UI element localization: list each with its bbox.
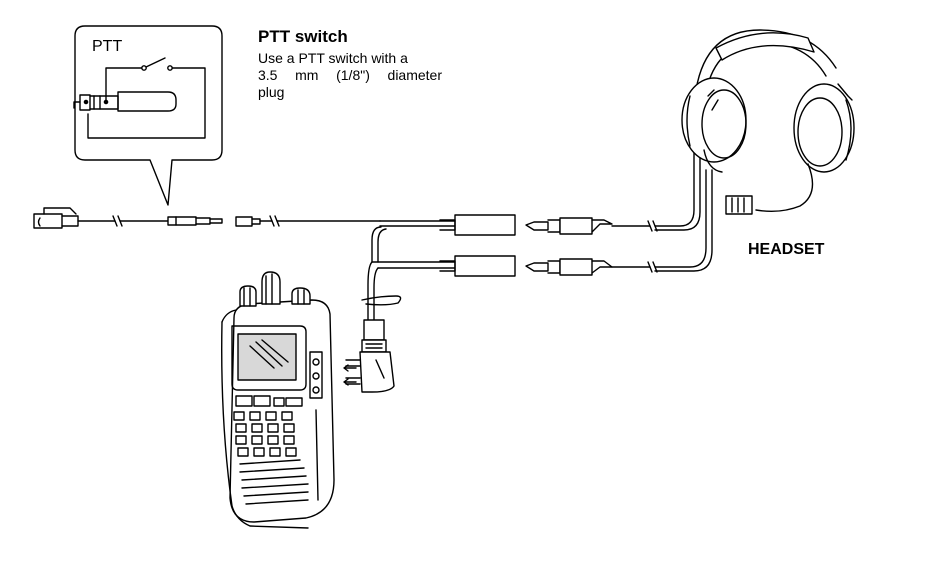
- note-line-1: Use a PTT switch with a: [258, 50, 408, 66]
- adapter-cable: [235, 214, 516, 341]
- note-line-3: plug: [258, 84, 285, 100]
- note-line-2-fraction: (1/8"): [336, 67, 370, 83]
- note-line-2: 3.5 mm (1/8") diameter: [258, 67, 442, 84]
- note-line-2-size: 3.5: [258, 67, 278, 83]
- headset-illustration: [681, 29, 855, 215]
- ptt-callout-label: PTT: [92, 38, 123, 55]
- headset-plugs: [525, 149, 713, 276]
- ptt-switch-schematic: [73, 57, 206, 139]
- note-line-2-unit: mm: [295, 67, 319, 83]
- ptt-cable: [33, 207, 223, 229]
- handheld-radio: [221, 271, 335, 529]
- ptt-switch-title: PTT switch: [258, 27, 348, 46]
- ptt-callout: [73, 25, 223, 206]
- note-line-2-word: diameter: [387, 67, 442, 83]
- ptt-switch-description: Use a PTT switch with a 3.5 mm (1/8") di…: [258, 50, 442, 101]
- headset-label: HEADSET: [748, 241, 825, 258]
- radio-keypad: [233, 411, 297, 457]
- radio-plug: [343, 319, 395, 393]
